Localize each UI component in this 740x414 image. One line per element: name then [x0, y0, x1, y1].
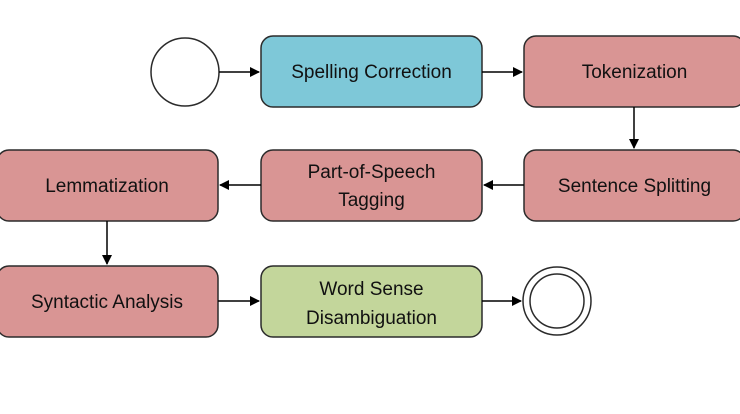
end-node: [522, 266, 592, 336]
node-spelling-correction: Spelling Correction: [260, 35, 483, 108]
node-sentence-splitting: Sentence Splitting: [523, 149, 740, 222]
node-label-line1: Word Sense: [319, 279, 423, 300]
node-label-line1: Part-of-Speech: [308, 162, 436, 183]
node-label: Spelling Correction: [291, 62, 452, 83]
node-label: Tokenization: [582, 62, 688, 83]
node-lemmatization: Lemmatization: [0, 149, 219, 222]
node-syntactic-analysis: Syntactic Analysis: [0, 265, 219, 338]
node-label-line2: Disambiguation: [306, 308, 437, 329]
node-word-sense-disambiguation: Word Sense Disambiguation: [260, 265, 483, 338]
node-pos-tagging: Part-of-Speech Tagging: [260, 149, 483, 222]
start-node: [150, 37, 220, 107]
node-label: Lemmatization: [45, 176, 169, 197]
node-tokenization: Tokenization: [523, 35, 740, 108]
node-label-line2: Tagging: [338, 190, 405, 211]
node-label: Sentence Splitting: [558, 176, 711, 197]
end-node-inner-ring: [529, 273, 585, 329]
node-label: Syntactic Analysis: [31, 292, 183, 313]
